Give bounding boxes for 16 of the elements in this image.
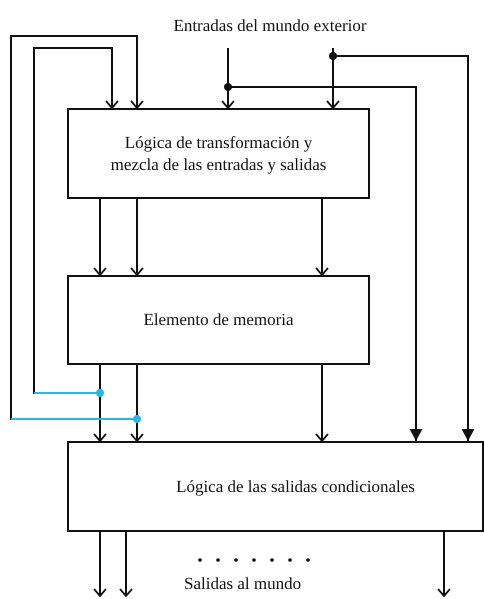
process-box (67, 275, 370, 365)
arrow (93, 199, 107, 276)
arrow (130, 199, 144, 276)
box-label: Lógica de transformación y mezcla de las entradas y salidas (110, 132, 328, 176)
arrow (315, 199, 329, 276)
output-label: Salidas al mundo (184, 574, 302, 594)
arrow (315, 365, 329, 442)
process-box (67, 441, 484, 532)
box-label: Elemento de memoria (143, 309, 294, 331)
input-label: Entradas del mundo exterior (160, 4, 380, 48)
arrow (93, 532, 107, 597)
process-box (67, 108, 370, 199)
box-label: Lógica de las salidas condicionales (176, 476, 415, 498)
arrow (119, 532, 133, 597)
arrow (437, 532, 451, 597)
arrow (33, 47, 119, 394)
